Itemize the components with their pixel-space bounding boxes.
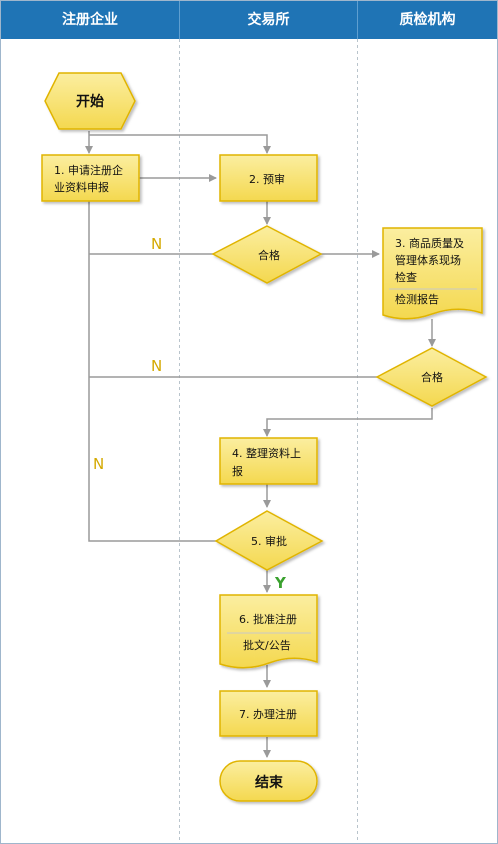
step-6-document-label: 批文/公告 <box>243 638 291 652</box>
no-label-1: N <box>151 235 162 253</box>
no-label-2: N <box>151 357 162 375</box>
end-label: 结束 <box>255 774 284 791</box>
decision-2-node: 合格 <box>375 347 488 407</box>
step-6-document-shape <box>219 594 318 669</box>
start-hexagon <box>44 72 136 130</box>
step-3-label-line2: 管理体系现场 <box>395 253 461 267</box>
step-4-node: 4. 整理资料上 报 <box>219 437 318 485</box>
connector-check2-to-4 <box>263 408 433 437</box>
start-node: 开始 <box>44 72 136 130</box>
step-7-label: 7. 办理注册 <box>239 707 297 721</box>
step-2-label: 2. 预审 <box>249 172 285 186</box>
yes-label: Y <box>274 574 287 592</box>
decision-1-label: 合格 <box>258 248 280 262</box>
step-3-document-shape <box>382 227 483 320</box>
step-7-node: 7. 办理注册 <box>219 690 318 737</box>
step-4-label-line2: 报 <box>232 464 243 478</box>
connectors <box>85 131 436 758</box>
end-terminator <box>219 760 318 802</box>
step-6-label: 6. 批准注册 <box>239 612 297 626</box>
step-1-node: 1. 申请注册企 业资料申报 <box>41 154 140 202</box>
step-2-node: 2. 预审 <box>219 154 318 202</box>
step-2-box <box>219 154 318 202</box>
step-7-box <box>219 690 318 737</box>
step-1-box <box>41 154 140 202</box>
step-4-label-line1: 4. 整理资料上 <box>232 446 301 460</box>
end-node: 结束 <box>219 760 318 802</box>
lane-header-enterprise: 注册企业 <box>1 1 180 39</box>
step-3-label-line1: 3. 商品质量及 <box>395 236 464 250</box>
decision-2-diamond <box>375 347 488 407</box>
step-3-node: 3. 商品质量及 管理体系现场 检查 检测报告 <box>382 227 483 320</box>
step-6-node: 6. 批准注册 批文/公告 <box>219 594 318 669</box>
no-label-3: N <box>93 455 104 473</box>
start-label: 开始 <box>76 93 104 110</box>
decision-2-label: 合格 <box>421 370 443 384</box>
step-1-label-line1: 1. 申请注册企 <box>54 163 123 177</box>
lane-separators <box>179 39 358 843</box>
approval-label: 5. 审批 <box>251 534 287 548</box>
step-3-document-label: 检测报告 <box>395 292 439 306</box>
lane-header-inspection: 质检机构 <box>358 1 497 39</box>
step-4-box <box>219 437 318 485</box>
decision-3-node: 5. 审批 <box>214 510 324 571</box>
connector-return-line <box>88 201 216 542</box>
step-3-label-line3: 检查 <box>395 270 417 284</box>
approval-diamond <box>214 510 324 571</box>
step-1-label-line2: 业资料申报 <box>54 180 109 194</box>
decision-1-diamond <box>211 225 323 284</box>
decision-1-node: 合格 <box>211 225 323 284</box>
lane-header-exchange: 交易所 <box>180 1 358 39</box>
connector-start-to-2 <box>89 134 271 154</box>
